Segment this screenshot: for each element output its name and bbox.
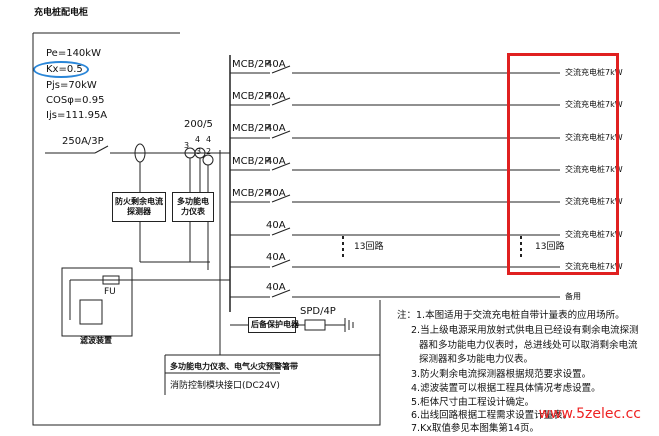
ct-num-2: 4 bbox=[195, 135, 201, 144]
branch-rating-2: 40A bbox=[266, 91, 286, 102]
circuits-count-left: 13回路 bbox=[354, 242, 384, 252]
ct-num-5: 3 bbox=[196, 147, 202, 156]
filter-device-label: 滤波装置 bbox=[80, 336, 112, 345]
residual-current-detector-box: 防火剩余电流探测器 bbox=[112, 192, 166, 222]
param-pe: Pe=140kW bbox=[46, 48, 101, 59]
branch-rating-8: 40A bbox=[266, 282, 286, 293]
circuits-count-right: 13回路 bbox=[535, 242, 565, 252]
branch-rating-3: 40A bbox=[266, 123, 286, 134]
load-label-3: 交流充电桩7kW bbox=[565, 133, 623, 142]
param-cos: COSφ=0.95 bbox=[46, 95, 105, 106]
drawing-title: 充电桩配电柜 bbox=[34, 8, 89, 18]
ct-num-1: 3 bbox=[184, 141, 190, 150]
note-2b: 器和多功能电力仪表时，总进线处可以取消剩余电流 bbox=[419, 340, 638, 351]
charger-highlight-box bbox=[507, 53, 619, 275]
load-label-2: 交流充电桩7kW bbox=[565, 100, 623, 109]
branch-breaker-1: MCB/2P bbox=[232, 59, 271, 70]
note-3: 3.防火剩余电流探测器根据规范要求设置。 bbox=[411, 369, 592, 380]
multifunction-meter-label: 多功能电力仪表 bbox=[177, 197, 209, 217]
branch-breaker-3: MCB/2P bbox=[232, 123, 271, 134]
watermark: www.5zelec.cc bbox=[538, 406, 641, 422]
fuse-label: FU bbox=[104, 287, 116, 297]
load-label-5: 交流充电桩7kW bbox=[565, 197, 623, 206]
ct-num-4: 2 bbox=[206, 147, 212, 156]
branch-rating-7: 40A bbox=[266, 252, 286, 263]
load-label-1: 交流充电桩7kW bbox=[565, 68, 623, 77]
branch-breaker-5: MCB/2P bbox=[232, 188, 271, 199]
kx-highlight-ellipse bbox=[33, 61, 89, 78]
branch-breaker-4: MCB/2P bbox=[232, 156, 271, 167]
note-4: 4.滤波装置可以根据工程具体情况考虑设置。 bbox=[411, 383, 601, 394]
branch-rating-6: 40A bbox=[266, 220, 286, 231]
branch-rating-5: 40A bbox=[266, 188, 286, 199]
load-label-spare: 备用 bbox=[565, 292, 581, 301]
note-6: 6.出线回路根据工程需求设置计量表。 bbox=[411, 410, 573, 421]
load-label-6: 交流充电桩7kW bbox=[565, 230, 623, 239]
incoming-breaker-label: 250A/3P bbox=[62, 136, 104, 147]
param-ijs: Ijs=111.95A bbox=[46, 110, 108, 121]
note-2: 2.当上级电源采用放射式供电且已经设有剩余电流探测 bbox=[411, 325, 639, 336]
note-1: 注：1.本图适用于交流充电桩自带计量表的应用场所。 bbox=[397, 310, 625, 321]
note-5: 5.柜体尺寸由工程设计确定。 bbox=[411, 397, 535, 408]
residual-current-detector-label: 防火剩余电流探测器 bbox=[115, 197, 163, 217]
ct-num-3: 4 bbox=[206, 135, 212, 144]
backup-protection-label: 后备保护电器 bbox=[251, 320, 299, 329]
branch-rating-4: 40A bbox=[266, 156, 286, 167]
load-label-4: 交流充电桩7kW bbox=[565, 165, 623, 174]
param-pjs: Pjs=70kW bbox=[46, 80, 97, 91]
fire-control-interface-label: 消防控制模块接口(DC24V) bbox=[170, 381, 280, 391]
backup-protection-box: 后备保护电器 bbox=[248, 317, 299, 333]
multifunction-meter-box: 多功能电力仪表 bbox=[172, 192, 214, 222]
branch-rating-1: 40A bbox=[266, 59, 286, 70]
branch-breaker-2: MCB/2P bbox=[232, 91, 271, 102]
load-label-7: 交流充电桩7kW bbox=[565, 262, 623, 271]
meter-interface-label: 多功能电力仪表、电气火灾预警箸带 bbox=[170, 362, 298, 371]
note-7: 7.Kx取值参见本图集第14页。 bbox=[411, 423, 540, 434]
ct-ratio-label: 200/5 bbox=[184, 119, 213, 130]
note-2c: 探测器和多功能电力仪表。 bbox=[419, 354, 534, 365]
spd-label: SPD/4P bbox=[300, 306, 336, 317]
